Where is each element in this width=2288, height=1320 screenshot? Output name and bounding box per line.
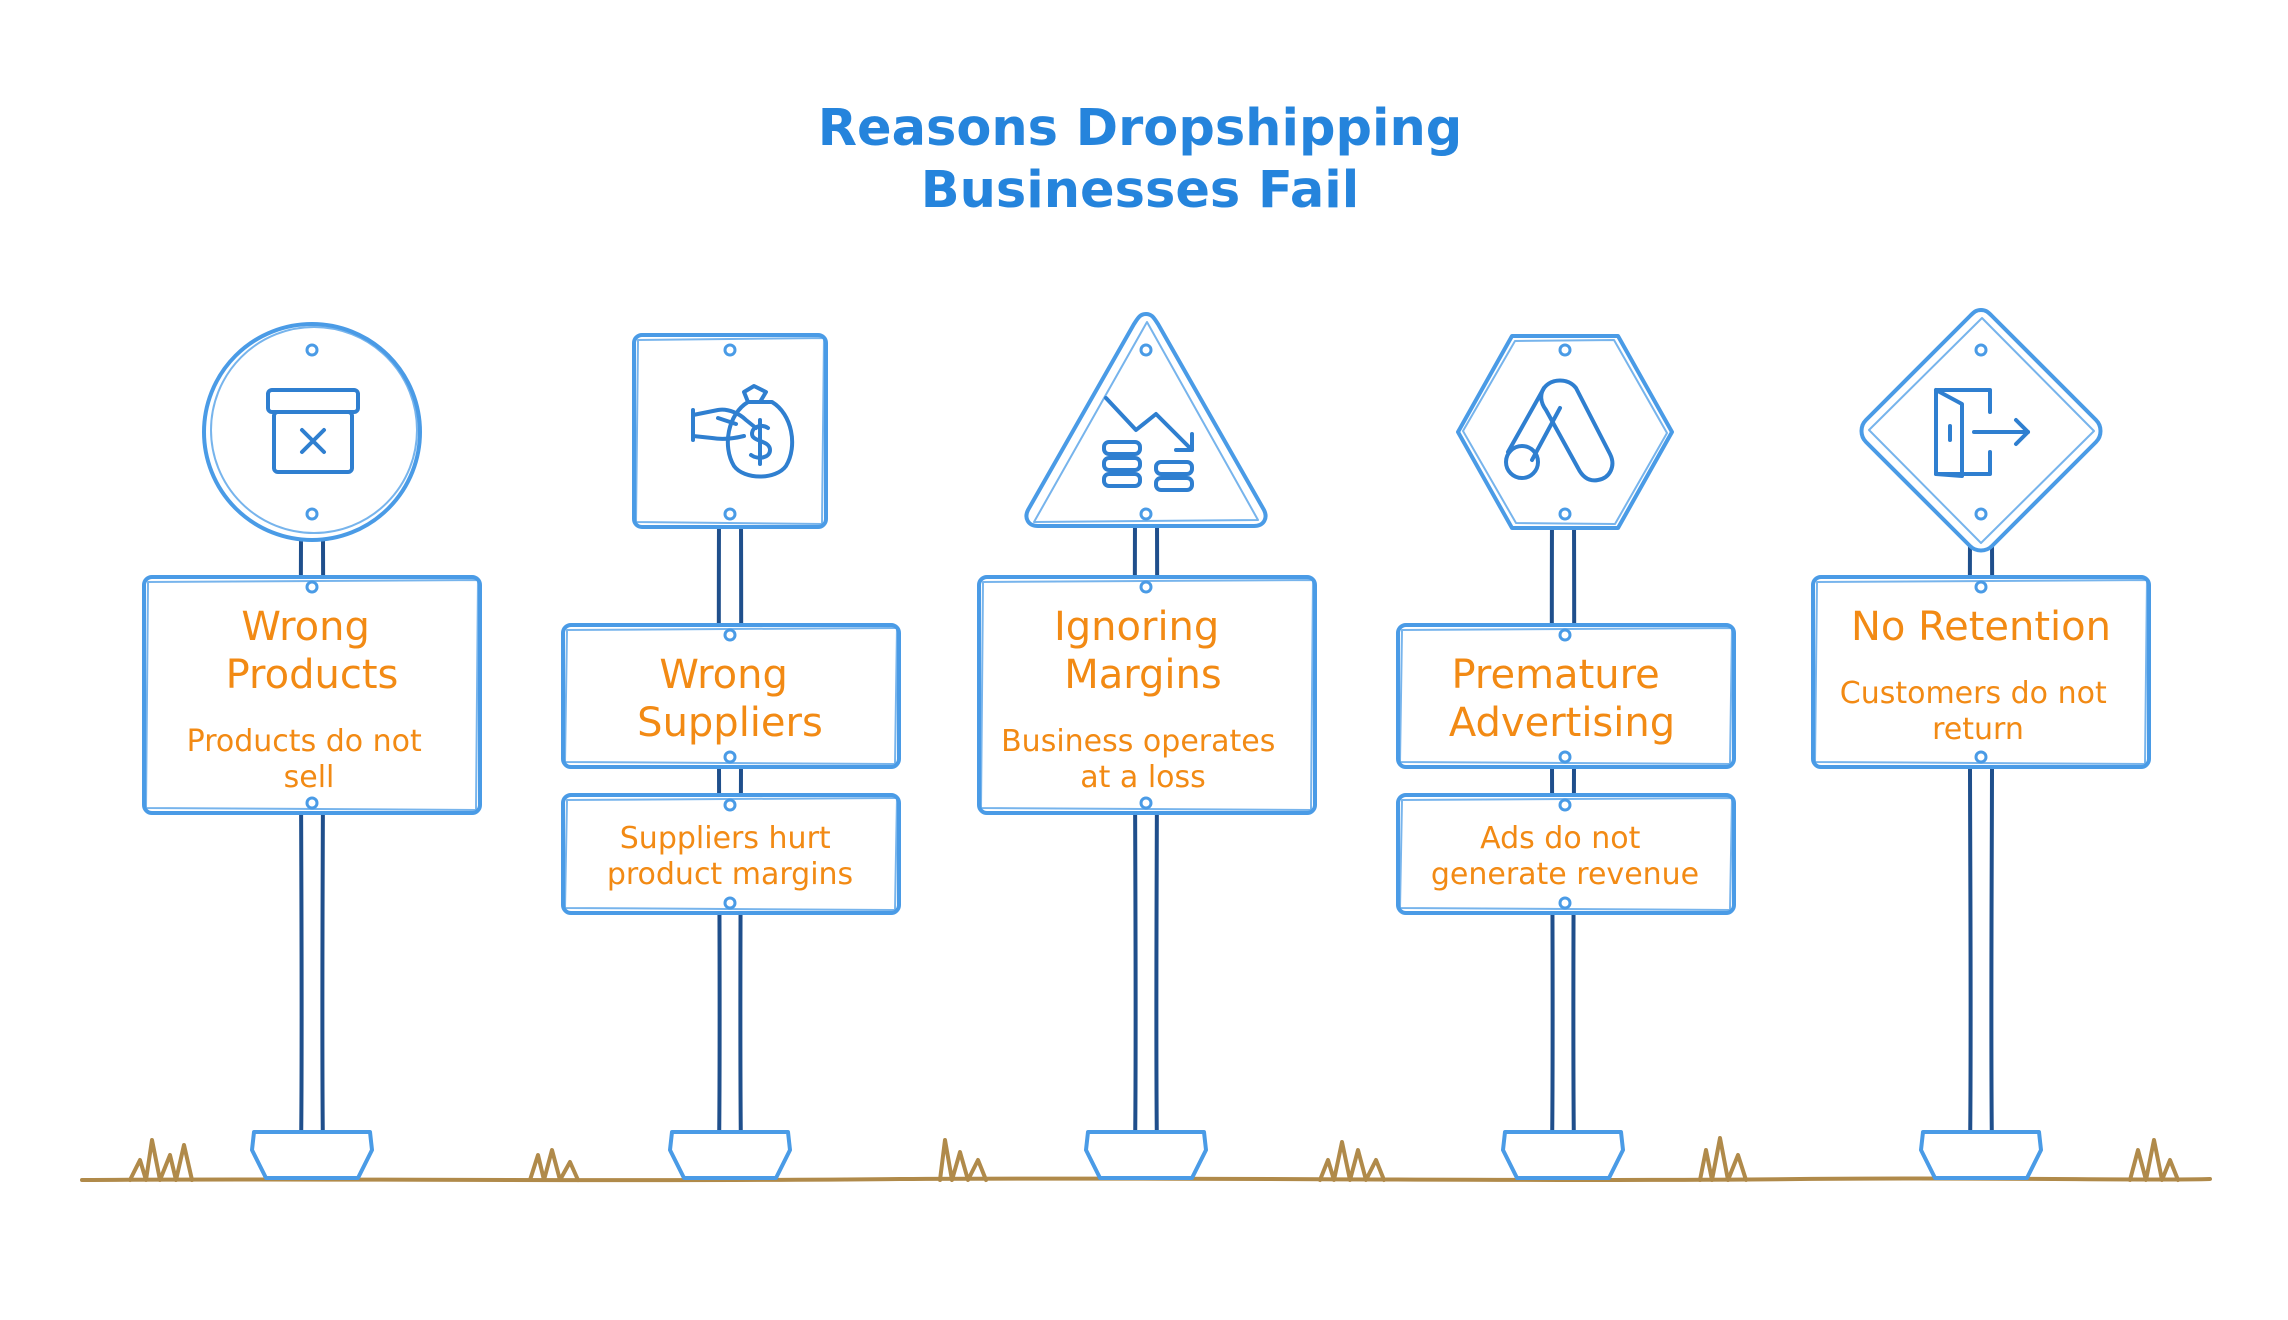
sign-bolt xyxy=(723,798,737,812)
sign-bolt xyxy=(1974,580,1988,594)
sign-bolt xyxy=(305,580,319,594)
sign-title: Wrong Suppliers xyxy=(637,652,823,746)
sign-description: Suppliers hurt product margins xyxy=(607,821,853,892)
square-sign-sketch xyxy=(635,337,825,525)
sign-bolt xyxy=(1974,750,1988,764)
sign-wrong-suppliers: Wrong Suppliers Suppliers hurt product m… xyxy=(561,333,901,1180)
grass-tuft xyxy=(938,1138,988,1182)
exit-door-icon xyxy=(1934,388,2030,478)
title-line-1: Reasons Dropshipping xyxy=(818,99,1463,158)
sign-title-line: Premature xyxy=(1452,652,1660,698)
post-base xyxy=(250,1130,374,1180)
sign-description-line: at a loss xyxy=(1080,760,1206,795)
sign-description-line: product margins xyxy=(607,857,853,892)
sign-bolt xyxy=(1558,896,1572,910)
sign-description-line: return xyxy=(1932,712,2024,747)
triangle-sign-sketch xyxy=(1033,321,1259,523)
hand-money-bag-icon xyxy=(691,384,795,479)
sign-title: No Retention xyxy=(1851,604,2111,650)
sign-description: Ads do not generate revenue xyxy=(1431,821,1699,892)
sign-title-line: Suppliers xyxy=(637,700,823,746)
sign-bolt xyxy=(1139,796,1153,810)
sign-bolt xyxy=(305,507,319,521)
main-sign-board xyxy=(561,623,901,769)
sign-bolt xyxy=(1558,798,1572,812)
diagram-title: Reasons Dropshipping Businesses Fail xyxy=(818,99,1463,220)
sign-description-line: Business operates xyxy=(1001,724,1275,759)
sign-title-line: Advertising xyxy=(1449,700,1675,746)
post-base xyxy=(1501,1130,1625,1180)
coins-down-trend-icon xyxy=(1102,396,1194,492)
post-base xyxy=(1084,1130,1208,1180)
sign-bolt xyxy=(305,796,319,810)
title-line-2: Businesses Fail xyxy=(921,161,1360,220)
sign-title: Wrong Products xyxy=(226,604,399,698)
grass-tuft xyxy=(2128,1138,2180,1182)
box-x-icon xyxy=(266,388,360,474)
sign-title: Premature Advertising xyxy=(1449,652,1675,746)
sub-sign-sketch xyxy=(1399,797,1733,911)
main-sign-sketch xyxy=(1814,579,2148,765)
sign-bolt xyxy=(1139,580,1153,594)
sign-no-retention: No Retention Customers do not return xyxy=(1811,308,2151,1180)
sign-bolt xyxy=(1558,628,1572,642)
sign-description-line: sell xyxy=(284,760,335,795)
sign-bolt xyxy=(1139,507,1153,521)
sign-description-line: generate revenue xyxy=(1431,857,1699,892)
diamond-sign-sketch xyxy=(1868,317,2095,544)
sign-bolt xyxy=(305,343,319,357)
sign-bolt xyxy=(1974,343,1988,357)
main-sign-sketch xyxy=(980,579,1314,811)
circle-sign-board xyxy=(202,322,422,542)
sign-title-line: No Retention xyxy=(1851,604,2111,650)
sign-description: Products do not sell xyxy=(187,724,432,795)
sign-description-line: Ads do not xyxy=(1480,821,1641,856)
sign-title-line: Margins xyxy=(1064,652,1221,698)
sign-description: Business operates at a loss xyxy=(1001,724,1285,795)
sub-sign-board xyxy=(561,793,901,915)
sign-title-line: Wrong xyxy=(241,604,370,650)
sign-bolt xyxy=(1974,507,1988,521)
sign-title-line: Ignoring xyxy=(1054,604,1219,650)
main-sign-sketch xyxy=(1399,627,1733,765)
sign-bolt xyxy=(1558,750,1572,764)
sign-bolt xyxy=(723,507,737,521)
sign-bolt xyxy=(723,896,737,910)
sign-bolt xyxy=(1558,343,1572,357)
sign-bolt xyxy=(723,628,737,642)
sign-description-line: Products do not xyxy=(187,724,422,759)
sub-sign-board xyxy=(1396,793,1736,915)
sign-bolt xyxy=(1139,343,1153,357)
main-sign-board xyxy=(1811,575,2151,769)
hexagon-sign-sketch xyxy=(1462,339,1668,525)
main-sign-sketch xyxy=(145,579,479,811)
sign-title-line: Products xyxy=(226,652,399,698)
sign-premature-advertising: Premature Advertising Ads do not generat… xyxy=(1396,334,1736,1180)
sign-bolt xyxy=(723,750,737,764)
sign-bolt xyxy=(723,343,737,357)
sign-title: Ignoring Margins xyxy=(1054,604,1232,698)
grass-tuft xyxy=(1318,1140,1386,1182)
google-ads-icon xyxy=(1504,378,1615,483)
grass-tuft xyxy=(528,1148,580,1182)
sign-title-line: Wrong xyxy=(659,652,788,698)
post-base xyxy=(668,1130,792,1180)
sign-wrong-products: Wrong Products Products do not sell xyxy=(142,322,482,1180)
hexagon-sign-board xyxy=(1456,334,1674,530)
main-sign-board xyxy=(1396,623,1736,769)
sign-description-line: Suppliers hurt xyxy=(620,821,831,856)
grass-tuft xyxy=(1698,1136,1748,1182)
post-base xyxy=(1919,1130,2043,1180)
grass-tuft xyxy=(128,1138,194,1182)
sign-description-line: Customers do not xyxy=(1840,676,2107,711)
sign-description: Customers do not return xyxy=(1840,676,2117,747)
sign-ignoring-margins: Ignoring Margins Business operates at a … xyxy=(977,312,1317,1180)
main-sign-board xyxy=(977,575,1317,815)
sign-bolt xyxy=(1558,507,1572,521)
circle-sign-sketch xyxy=(210,326,418,534)
main-sign-sketch xyxy=(564,627,898,765)
main-sign-board xyxy=(142,575,482,815)
sub-sign-sketch xyxy=(564,797,898,911)
